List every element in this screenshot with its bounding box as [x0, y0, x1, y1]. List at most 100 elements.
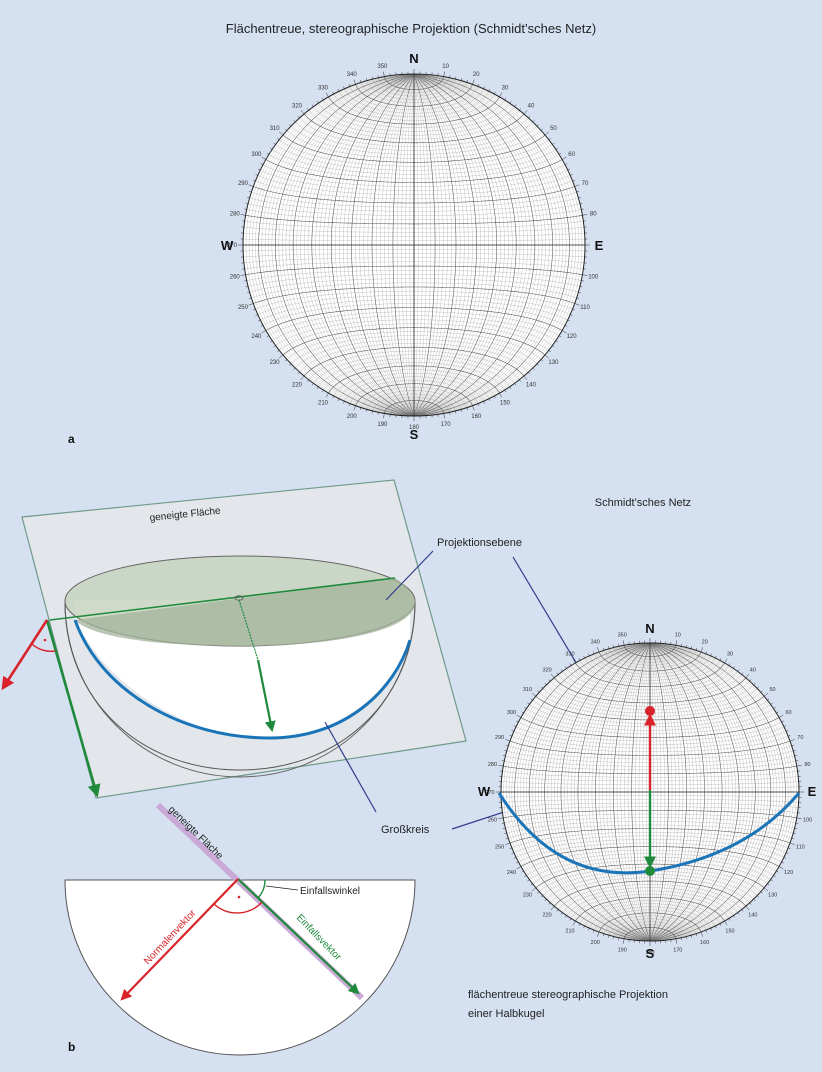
net-azimuth-tick — [773, 707, 776, 709]
net-azimuth-tick — [253, 179, 256, 182]
net-azimuth-tick — [524, 875, 527, 877]
net-azimuth-tick — [279, 131, 284, 136]
right-angle-marker-section — [213, 901, 263, 914]
net-azimuth-tick — [540, 359, 544, 362]
net-azimuth-tick — [763, 692, 769, 697]
net-azimuth-tick — [277, 350, 280, 353]
net-azimuth-tick — [516, 714, 522, 718]
net-azimuth-label: 70 — [797, 735, 803, 741]
net-azimuth-tick — [675, 640, 677, 646]
net-azimuth-label: 210 — [318, 401, 329, 407]
net-a-east-label: E — [595, 238, 604, 253]
net-azimuth-tick — [540, 128, 544, 131]
net-azimuth-tick — [537, 690, 540, 693]
net-azimuth-label: 310 — [270, 126, 281, 132]
net-azimuth-tick — [530, 698, 533, 701]
net-azimuth-tick — [300, 110, 305, 115]
net-azimuth-tick — [255, 174, 258, 176]
net-azimuth-tick — [602, 647, 605, 651]
net-azimuth-tick — [513, 857, 517, 859]
net-azimuth-tick — [690, 935, 692, 938]
plane-dip-vector — [45, 619, 101, 798]
net-azimuth-tick — [737, 912, 740, 915]
net-azimuth-tick — [504, 389, 507, 393]
net-azimuth-tick — [737, 669, 740, 672]
net-azimuth-tick — [311, 383, 314, 386]
net-azimuth-label: 290 — [238, 181, 249, 187]
net-azimuth-tick — [371, 410, 373, 414]
net-azimuth-tick — [528, 115, 531, 119]
net-azimuth-tick — [498, 765, 504, 767]
net-azimuth-tick — [477, 403, 480, 406]
net-azimuth-tick — [705, 930, 707, 933]
net-azimuth-tick — [537, 891, 540, 894]
net-azimuth-tick — [443, 71, 445, 77]
net-azimuth-tick — [786, 852, 789, 854]
net-azimuth-tick — [521, 870, 524, 873]
net-a-west-label: W — [221, 238, 234, 253]
net-azimuth-tick — [284, 128, 288, 131]
net-azimuth-tick — [544, 899, 547, 902]
net-azimuth-tick — [680, 643, 682, 647]
net-azimuth-tick — [597, 647, 600, 653]
net-azimuth-tick — [247, 196, 250, 199]
net-azimuth-tick — [499, 392, 503, 398]
net-azimuth-tick — [570, 314, 573, 316]
net-azimuth-tick — [360, 407, 362, 411]
net-azimuth-tick — [253, 308, 256, 311]
net-azimuth-label: 160 — [700, 940, 709, 946]
net-azimuth-tick — [244, 208, 247, 210]
net-azimuth-label: 120 — [567, 334, 578, 340]
net-azimuth-tick — [623, 938, 625, 944]
net-azimuth-tick — [316, 386, 319, 389]
net-azimuth-tick — [719, 923, 722, 926]
net-azimuth-tick — [277, 137, 280, 140]
net-azimuth-tick — [511, 852, 514, 854]
net-azimuth-tick — [613, 936, 615, 940]
net-azimuth-tick — [316, 101, 319, 104]
net-azimuth-tick — [749, 679, 752, 682]
net-azimuth-tick — [311, 104, 314, 107]
net-azimuth-label: 160 — [471, 414, 482, 420]
net-azimuth-tick — [499, 92, 503, 98]
net-azimuth-tick — [502, 755, 506, 757]
net-azimuth-tick — [572, 658, 576, 664]
net-azimuth-tick — [608, 646, 610, 649]
net-azimuth-tick — [578, 658, 581, 661]
net-azimuth-tick — [555, 147, 558, 150]
net-azimuth-tick — [257, 319, 261, 322]
net-azimuth-label: 50 — [550, 126, 557, 132]
net-a-north-label: N — [409, 51, 418, 66]
net-azimuth-tick — [488, 88, 491, 92]
net-azimuth-tick — [567, 319, 571, 322]
net-azimuth-label: 200 — [591, 940, 600, 946]
net-azimuth-tick — [293, 120, 296, 123]
net-azimuth-tick — [544, 131, 549, 136]
net-azimuth-tick — [536, 363, 539, 366]
net-azimuth-tick — [498, 817, 504, 819]
net-azimuth-tick — [715, 655, 717, 659]
net-azimuth-tick — [795, 822, 799, 824]
net-azimuth-label: 10 — [675, 632, 681, 638]
net-azimuth-label: 300 — [507, 710, 516, 716]
net-azimuth-tick — [365, 78, 368, 81]
net-azimuth-label: 240 — [507, 870, 516, 876]
net-azimuth-tick — [248, 191, 252, 193]
net-azimuth-tick — [516, 866, 522, 870]
panel-b-label: b — [68, 1040, 75, 1054]
net-azimuth-tick — [564, 325, 568, 327]
net-azimuth-tick — [365, 409, 368, 412]
net-azimuth-tick — [733, 915, 735, 918]
net-azimuth-tick — [377, 412, 379, 415]
net-azimuth-tick — [455, 410, 457, 414]
net-azimuth-tick — [749, 902, 752, 905]
pole-point — [645, 706, 655, 716]
net-azimuth-tick — [273, 142, 276, 145]
net-azimuth-tick — [531, 692, 537, 697]
net-azimuth-tick — [728, 918, 731, 921]
net-azimuth-tick — [569, 918, 572, 921]
net-azimuth-tick — [728, 663, 731, 666]
net-azimuth-tick — [466, 407, 468, 411]
net-azimuth-tick — [618, 937, 620, 941]
net-azimuth-tick — [565, 666, 567, 669]
